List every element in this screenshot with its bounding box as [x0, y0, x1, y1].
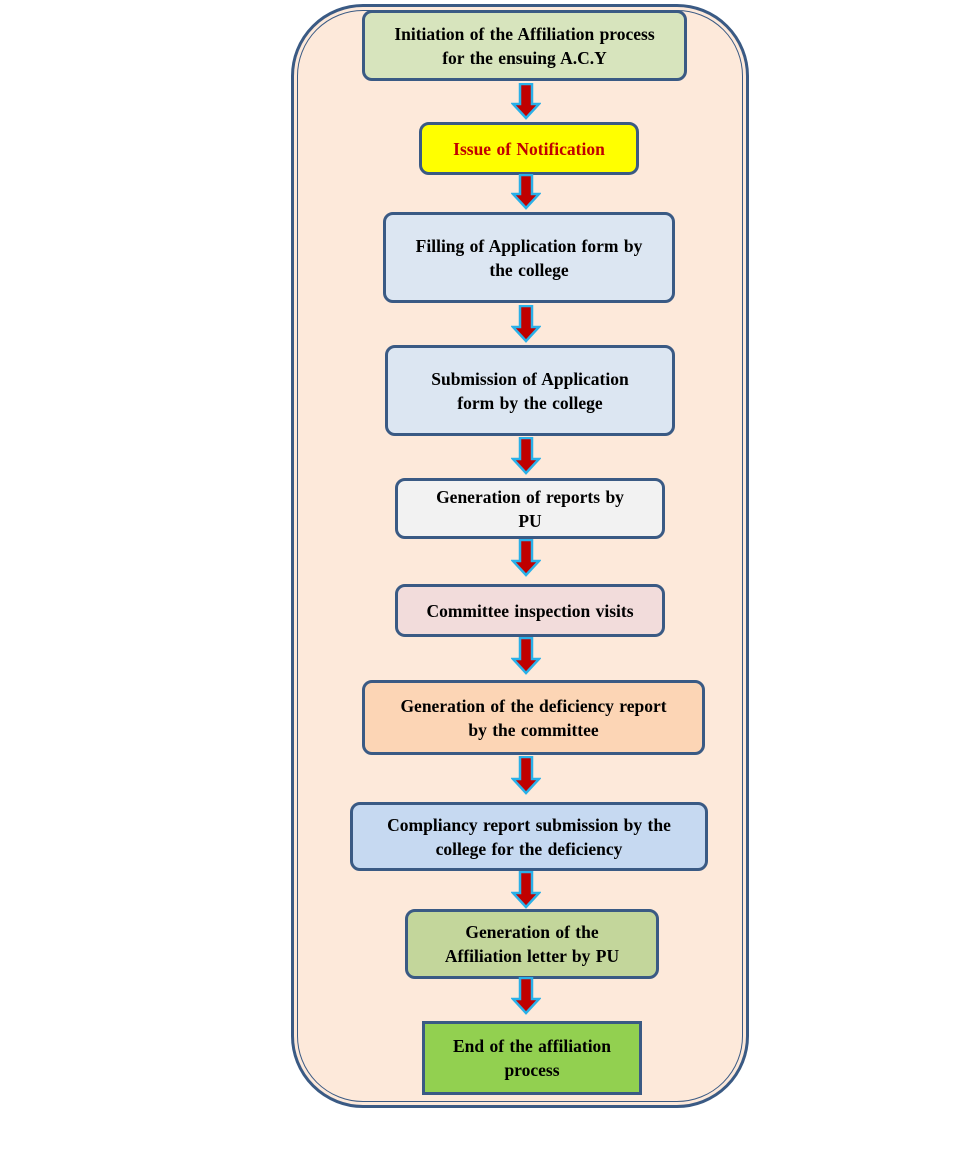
step-initiation-label: Initiation of the Affiliation process fo… — [394, 23, 655, 68]
arrow-down-2 — [511, 174, 541, 210]
step-deficiency-report-label: Generation of the deficiency report by t… — [400, 695, 667, 740]
step-end-process: End of the affiliation process — [422, 1021, 642, 1095]
step-affiliation-letter: Generation of the Affiliation letter by … — [405, 909, 659, 979]
step-deficiency-report: Generation of the deficiency report by t… — [362, 680, 705, 755]
step-initiation: Initiation of the Affiliation process fo… — [362, 10, 687, 81]
step-end-process-label: End of the affiliation process — [452, 1036, 612, 1080]
step-affiliation-letter-label: Generation of the Affiliation letter by … — [444, 922, 620, 966]
step-generation-reports-label: Generation of reports by PU — [436, 486, 624, 531]
arrow-down-7 — [511, 756, 541, 795]
step-filling-application-label: Filling of Application form by the colle… — [415, 235, 643, 280]
step-submission-application-label: Submission of Application form by the co… — [431, 368, 629, 413]
step-submission-application: Submission of Application form by the co… — [385, 345, 675, 436]
arrow-down-3 — [511, 305, 541, 343]
step-committee-visits-label: Committee inspection visits — [426, 600, 634, 621]
arrow-down-4 — [511, 437, 541, 475]
arrow-down-5 — [511, 539, 541, 577]
step-committee-visits: Committee inspection visits — [395, 584, 665, 637]
step-compliancy-submission: Compliancy report submission by the coll… — [350, 802, 708, 871]
arrow-down-1 — [511, 83, 541, 120]
step-compliancy-submission-label: Compliancy report submission by the coll… — [387, 814, 671, 859]
arrow-down-9 — [511, 977, 541, 1015]
step-issue-notification-label: Issue of Notification — [453, 138, 605, 159]
arrow-down-6 — [511, 637, 541, 675]
step-filling-application: Filling of Application form by the colle… — [383, 212, 675, 303]
step-generation-reports: Generation of reports by PU — [395, 478, 665, 539]
step-issue-notification: Issue of Notification — [419, 122, 639, 175]
arrow-down-8 — [511, 871, 541, 909]
